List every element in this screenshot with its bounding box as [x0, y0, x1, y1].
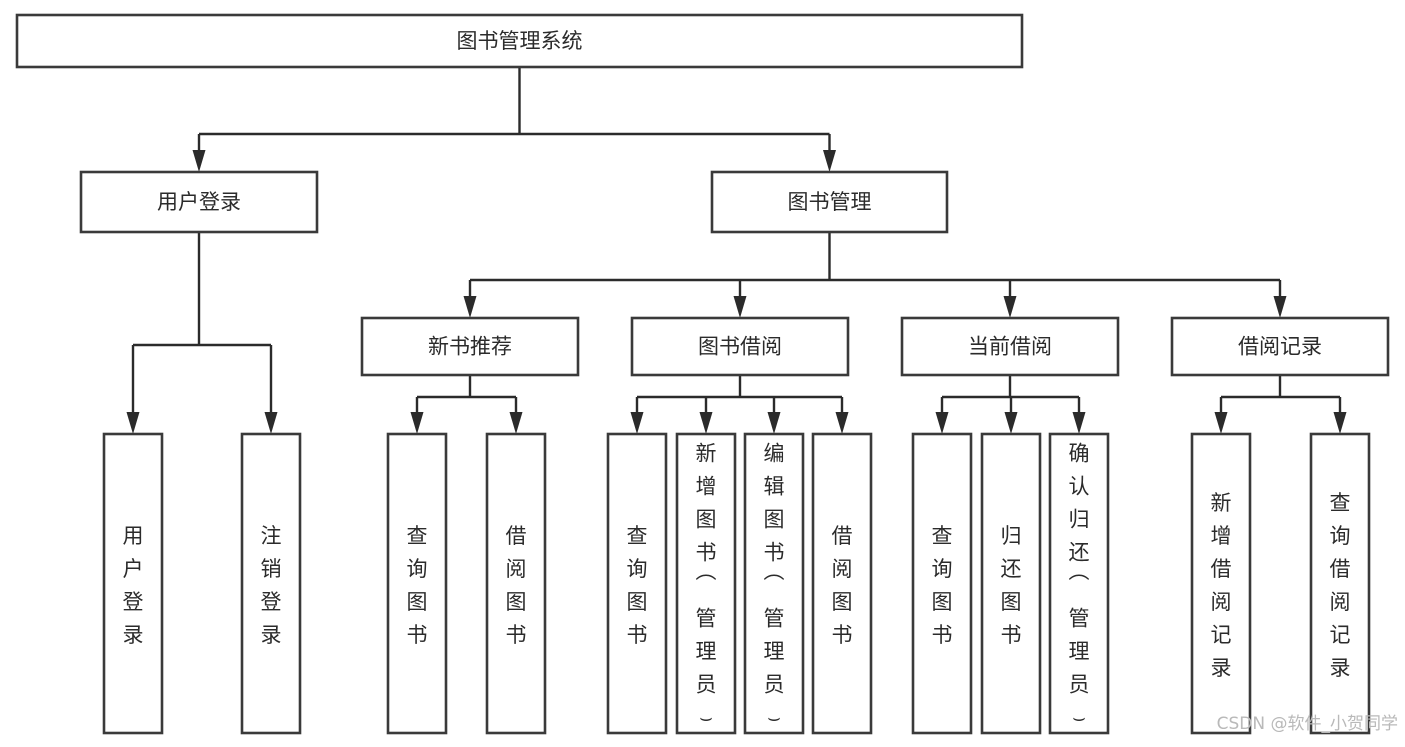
node-box[interactable]	[15, 13, 1024, 69]
connector-arrowhead	[126, 412, 140, 434]
node-label: 借阅图书	[506, 524, 527, 647]
node-leaf-borrow-book-2[interactable]: 借阅图书	[811, 432, 873, 735]
node-borrow-record[interactable]: 借阅记录	[1170, 316, 1390, 377]
node-label: 图书借阅	[698, 335, 782, 359]
node-box[interactable]	[630, 316, 850, 377]
node-root[interactable]: 图书管理系统	[15, 13, 1024, 69]
node-user-login[interactable]: 用户登录	[79, 170, 319, 234]
nodes-layer: 图书管理系统用户登录图书管理新书推荐图书借阅当前借阅借阅记录用户登录注销登录查询…	[15, 13, 1390, 735]
connector-arrowhead	[1333, 412, 1347, 434]
node-leaf-edit-book[interactable]: 编辑图书⌒管理员⌣	[743, 432, 805, 735]
node-box[interactable]	[386, 432, 448, 735]
node-box[interactable]	[485, 432, 547, 735]
connector-arrowhead	[1004, 412, 1018, 434]
node-label: 图书管理	[788, 190, 872, 214]
node-box[interactable]	[710, 170, 949, 234]
node-label: 归还图书	[1001, 524, 1022, 647]
node-label: 用户登录	[157, 190, 241, 214]
connector-arrowhead	[699, 412, 713, 434]
node-leaf-query-book-1[interactable]: 查询图书	[386, 432, 448, 735]
node-box[interactable]	[900, 316, 1120, 377]
node-label: 图书管理系统	[457, 29, 583, 53]
node-book-borrow[interactable]: 图书借阅	[630, 316, 850, 377]
node-current-borrow[interactable]: 当前借阅	[900, 316, 1120, 377]
node-box[interactable]	[1170, 316, 1390, 377]
node-leaf-query-book-2[interactable]: 查询图书	[606, 432, 668, 735]
node-box[interactable]	[1048, 432, 1110, 735]
node-box[interactable]	[811, 432, 873, 735]
node-leaf-borrow-book-1[interactable]: 借阅图书	[485, 432, 547, 735]
connector-arrowhead	[733, 296, 747, 318]
node-leaf-add-record[interactable]: 新增借阅记录	[1190, 432, 1252, 735]
node-box[interactable]	[102, 432, 164, 735]
node-label: 借阅记录	[1238, 335, 1322, 359]
connector-arrowhead	[1273, 296, 1287, 318]
edges-layer	[126, 67, 1347, 434]
connector-arrowhead	[1003, 296, 1017, 318]
connector-arrowhead	[1214, 412, 1228, 434]
node-box[interactable]	[743, 432, 805, 735]
node-label: 用户登录	[123, 524, 144, 647]
node-label: 查询图书	[932, 524, 953, 647]
connector-arrowhead	[410, 412, 424, 434]
node-box[interactable]	[1309, 432, 1371, 735]
connector-arrowhead	[767, 412, 781, 434]
node-label: 新书推荐	[428, 335, 512, 359]
node-box[interactable]	[980, 432, 1042, 735]
node-box[interactable]	[911, 432, 973, 735]
connector-arrowhead	[264, 412, 278, 434]
node-label: 新增图书⌒管理员⌣	[696, 442, 717, 730]
connector-arrowhead	[1072, 412, 1086, 434]
connector-arrowhead	[509, 412, 523, 434]
node-label: 查询借阅记录	[1330, 491, 1351, 680]
node-label: 借阅图书	[832, 524, 853, 647]
connector-arrowhead	[935, 412, 949, 434]
node-box[interactable]	[606, 432, 668, 735]
node-leaf-query-book-3[interactable]: 查询图书	[911, 432, 973, 735]
node-box[interactable]	[675, 432, 737, 735]
connector-arrowhead	[630, 412, 644, 434]
connector-arrowhead	[835, 412, 849, 434]
connector-arrowhead	[192, 150, 206, 172]
node-leaf-logout[interactable]: 注销登录	[240, 432, 302, 735]
node-label: 新增借阅记录	[1211, 491, 1232, 680]
node-box[interactable]	[240, 432, 302, 735]
node-label: 编辑图书⌒管理员⌣	[764, 442, 785, 730]
node-box[interactable]	[79, 170, 319, 234]
node-book-manage[interactable]: 图书管理	[710, 170, 949, 234]
node-new-book-recommend[interactable]: 新书推荐	[360, 316, 580, 377]
node-label: 查询图书	[407, 524, 428, 647]
node-box[interactable]	[360, 316, 580, 377]
node-leaf-user-login[interactable]: 用户登录	[102, 432, 164, 735]
node-leaf-return-book[interactable]: 归还图书	[980, 432, 1042, 735]
node-label: 注销登录	[261, 524, 282, 647]
connector-arrowhead	[823, 150, 836, 172]
node-label: 当前借阅	[968, 335, 1052, 359]
node-leaf-add-book[interactable]: 新增图书⌒管理员⌣	[675, 432, 737, 735]
node-label: 查询图书	[627, 524, 648, 647]
node-label: 确认归还⌒管理员⌣	[1069, 442, 1090, 730]
node-leaf-query-record[interactable]: 查询借阅记录	[1309, 432, 1371, 735]
csdn-watermark: CSDN @软件_小贺同学	[1217, 714, 1398, 734]
connector-arrowhead	[463, 296, 477, 318]
node-leaf-confirm-return[interactable]: 确认归还⌒管理员⌣	[1048, 432, 1110, 735]
node-box[interactable]	[1190, 432, 1252, 735]
